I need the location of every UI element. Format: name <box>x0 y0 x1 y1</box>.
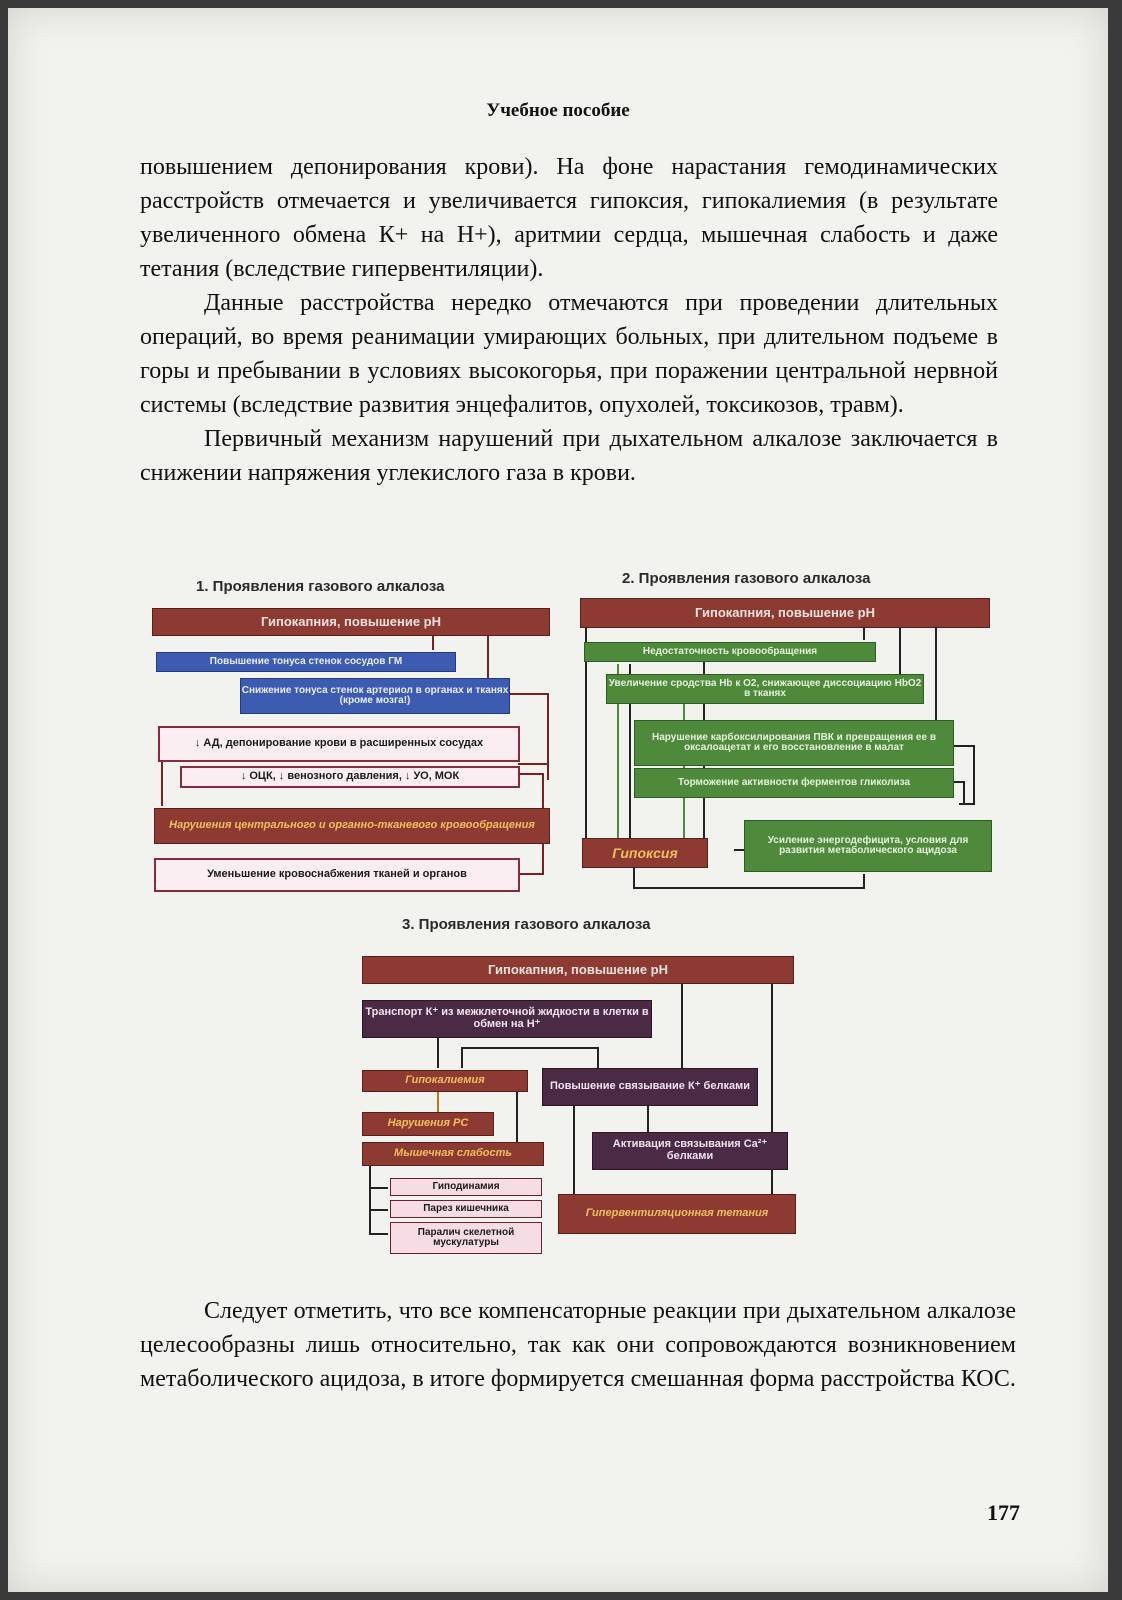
d1-box-ock: ↓ ОЦК, ↓ венозного давления, ↓ УО, МОК <box>180 766 520 788</box>
diagram-1-arrows <box>161 636 549 875</box>
d3-box-giperv: Гипервентиляционная тетания <box>558 1194 796 1234</box>
d2-box-karbox: Нарушение карбоксилирования ПВК и превра… <box>634 720 954 766</box>
d3-box-narushrs: Нарушения РС <box>362 1112 494 1136</box>
diagram-3: 3. Проявления газового алкалоза Гипокапн… <box>352 916 802 1256</box>
diagram-3-title: 3. Проявления газового алкалоза <box>402 916 651 933</box>
d2-box-srodstvo: Увеличение сродства Hb к O2, снижающее д… <box>606 674 924 704</box>
book-page: Учебное пособие повышением депонирования… <box>8 8 1108 1592</box>
diagram-1: 1. Проявления газового алкалоза Гипокапн… <box>148 574 558 894</box>
page-number: 177 <box>987 1500 1020 1525</box>
d1-box-tonus-art: Снижение тонуса стенок артериол в органа… <box>240 678 510 714</box>
running-header: Учебное пособие <box>486 100 630 121</box>
d3-box-parez: Парез кишечника <box>390 1200 542 1218</box>
diagram-2: 2. Проявления газового алкалоза Гипокапн… <box>574 568 994 898</box>
d1-box-narush: Нарушения центрального и органно-тканево… <box>154 808 550 844</box>
d1-box-top: Гипокапния, повышение рН <box>152 608 550 636</box>
text-block-bottom: Следует отметить, что все компенсаторные… <box>140 1294 1016 1396</box>
d2-box-gipoksia: Гипоксия <box>582 838 708 868</box>
d3-box-myshech: Мышечная слабость <box>362 1142 544 1166</box>
d2-box-top: Гипокапния, повышение рН <box>580 598 990 628</box>
d1-box-tonus-gm: Повышение тонуса стенок сосудов ГМ <box>156 652 456 672</box>
diagram-1-title: 1. Проявления газового алкалоза <box>196 578 445 595</box>
d1-box-ad: ↓ АД, депонирование крови в расширенных … <box>158 726 520 762</box>
d3-box-paralich: Паралич скелетной мускулатуры <box>390 1222 542 1254</box>
d2-box-usilenie: Усиление энергодефицита, условия для раз… <box>744 820 992 872</box>
d3-box-gipodin: Гиподинамия <box>390 1178 542 1196</box>
d3-box-transport: Транспорт К⁺ из межклеточной жидкости в … <box>362 1000 652 1038</box>
d1-box-umensh: Уменьшение кровоснабжения тканей и орган… <box>154 858 520 892</box>
d3-box-povysh: Повышение связывание К⁺ белками <box>542 1068 758 1106</box>
d3-box-gipokal: Гипокалиемия <box>362 1070 528 1092</box>
d2-box-tormozh: Торможение активности ферментов гликолиз… <box>634 768 954 798</box>
text-block-top: повышением депонирования крови). На фоне… <box>140 150 998 490</box>
paragraph-4: Следует отметить, что все компенсаторные… <box>140 1298 1016 1392</box>
paragraph-3: Первичный механизм нарушений при дыхател… <box>140 426 998 486</box>
paragraph-1: повышением депонирования крови). На фоне… <box>140 154 998 282</box>
d3-box-aktiv: Активация связывания Ca²⁺ белками <box>592 1132 788 1170</box>
d2-box-nedost: Недостаточность кровообращения <box>584 642 876 662</box>
diagram-2-title: 2. Проявления газового алкалоза <box>622 570 871 587</box>
paragraph-2: Данные расстройства нередко отмечаются п… <box>140 290 998 418</box>
d3-box-top: Гипокапния, повышение рН <box>362 956 794 984</box>
